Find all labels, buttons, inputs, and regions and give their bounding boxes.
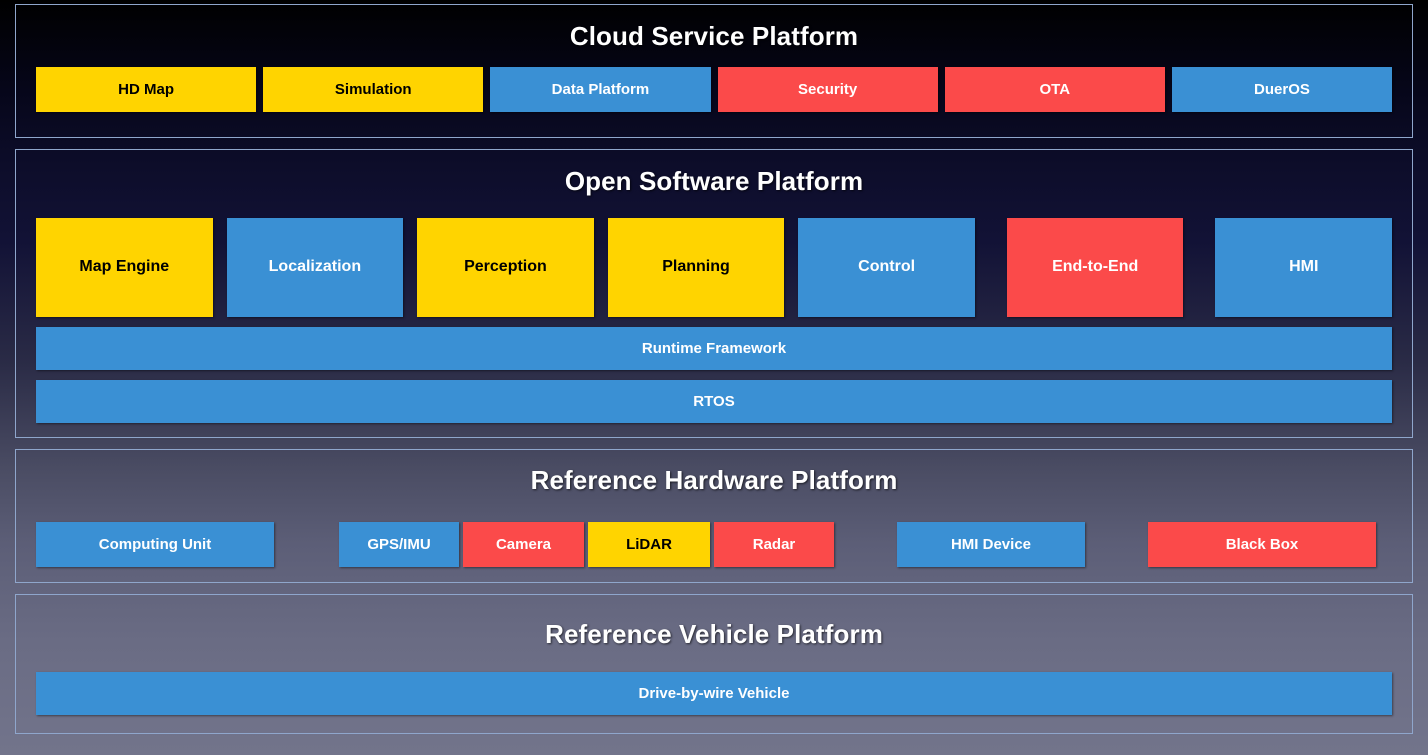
software-box-map-engine-label: Map Engine xyxy=(79,258,170,276)
hardware-box-lidar[interactable]: LiDAR xyxy=(588,522,710,567)
panel-title-reference-vehicle-platform: Reference Vehicle Platform xyxy=(545,619,883,649)
hardware-box-row: Computing Unit GPS/IMU Camera LiDAR Rada… xyxy=(36,522,1392,567)
software-box-perception[interactable]: Perception xyxy=(417,218,594,317)
software-bar-rtos[interactable]: RTOS xyxy=(36,380,1392,423)
layer-panel-reference-vehicle-platform: Reference Vehicle Platform Drive-by-wire… xyxy=(15,594,1413,734)
software-bar-rtos-label: RTOS xyxy=(693,392,735,410)
cloud-service-box-row: HD Map Simulation Data Platform Security… xyxy=(36,67,1393,112)
software-box-control-label: Control xyxy=(858,258,916,276)
software-box-perception-label: Perception xyxy=(464,258,547,276)
hardware-box-lidar-label: LiDAR xyxy=(626,535,672,553)
hardware-box-black-box-label: Black Box xyxy=(1225,535,1299,553)
software-box-hmi[interactable]: HMI xyxy=(1215,218,1393,317)
cloud-box-hd-map[interactable]: HD Map xyxy=(36,67,257,112)
hardware-sensor-group: GPS/IMU Camera LiDAR Radar xyxy=(339,522,834,567)
software-box-planning-label: Planning xyxy=(662,258,730,276)
cloud-box-ota-label: OTA xyxy=(1039,80,1071,98)
hardware-box-gps-imu-label: GPS/IMU xyxy=(367,535,431,553)
software-box-control[interactable]: Control xyxy=(798,218,975,317)
hardware-box-black-box[interactable]: Black Box xyxy=(1148,522,1376,567)
cloud-box-dueros-label: DuerOS xyxy=(1254,80,1310,98)
panel-title-cloud-service-platform: Cloud Service Platform xyxy=(569,21,859,51)
cloud-box-simulation-label: Simulation xyxy=(334,80,412,98)
layer-panel-open-software-platform: Open Software Platform Map Engine Locali… xyxy=(15,149,1413,438)
cloud-box-data-platform-label: Data Platform xyxy=(551,80,650,98)
software-bar-runtime-framework-label: Runtime Framework xyxy=(641,339,787,357)
software-box-end-to-end-label: End-to-End xyxy=(1052,258,1139,276)
panel-title-reference-hardware-platform: Reference Hardware Platform xyxy=(530,465,898,495)
software-box-end-to-end[interactable]: End-to-End xyxy=(1006,218,1184,317)
software-bar-runtime-framework[interactable]: Runtime Framework xyxy=(36,327,1392,370)
software-module-row: Map Engine Localization Perception Plann… xyxy=(36,218,1393,317)
hardware-box-hmi-device-label: HMI Device xyxy=(950,535,1032,553)
hardware-box-gps-imu[interactable]: GPS/IMU xyxy=(339,522,459,567)
software-box-localization-label: Localization xyxy=(268,258,362,276)
cloud-box-data-platform[interactable]: Data Platform xyxy=(490,67,711,112)
vehicle-bar-drive-by-wire-vehicle-label: Drive-by-wire Vehicle xyxy=(638,684,790,702)
hardware-box-camera-label: Camera xyxy=(495,535,552,553)
hardware-box-camera[interactable]: Camera xyxy=(463,522,584,567)
hardware-box-radar-label: Radar xyxy=(752,535,796,553)
hardware-box-computing-unit-label: Computing Unit xyxy=(98,535,212,553)
cloud-box-simulation[interactable]: Simulation xyxy=(263,67,484,112)
cloud-box-dueros[interactable]: DuerOS xyxy=(1171,67,1393,112)
cloud-box-security[interactable]: Security xyxy=(717,67,938,112)
panel-title-open-software-platform: Open Software Platform xyxy=(564,166,864,196)
software-box-planning[interactable]: Planning xyxy=(607,218,785,317)
hardware-box-hmi-device[interactable]: HMI Device xyxy=(897,522,1085,567)
software-box-localization[interactable]: Localization xyxy=(226,218,404,317)
software-box-hmi-label: HMI xyxy=(1289,258,1319,276)
hardware-box-computing-unit[interactable]: Computing Unit xyxy=(36,522,274,567)
cloud-box-hd-map-label: HD Map xyxy=(118,80,174,98)
cloud-box-security-label: Security xyxy=(798,80,858,98)
layer-panel-reference-hardware-platform: Reference Hardware Platform Computing Un… xyxy=(15,449,1413,583)
cloud-box-ota[interactable]: OTA xyxy=(944,67,1165,112)
layer-panel-cloud-service-platform: Cloud Service Platform HD Map Simulation… xyxy=(15,4,1413,138)
software-box-map-engine[interactable]: Map Engine xyxy=(36,218,213,317)
vehicle-bar-drive-by-wire-vehicle[interactable]: Drive-by-wire Vehicle xyxy=(36,672,1392,715)
hardware-box-radar[interactable]: Radar xyxy=(714,522,834,567)
